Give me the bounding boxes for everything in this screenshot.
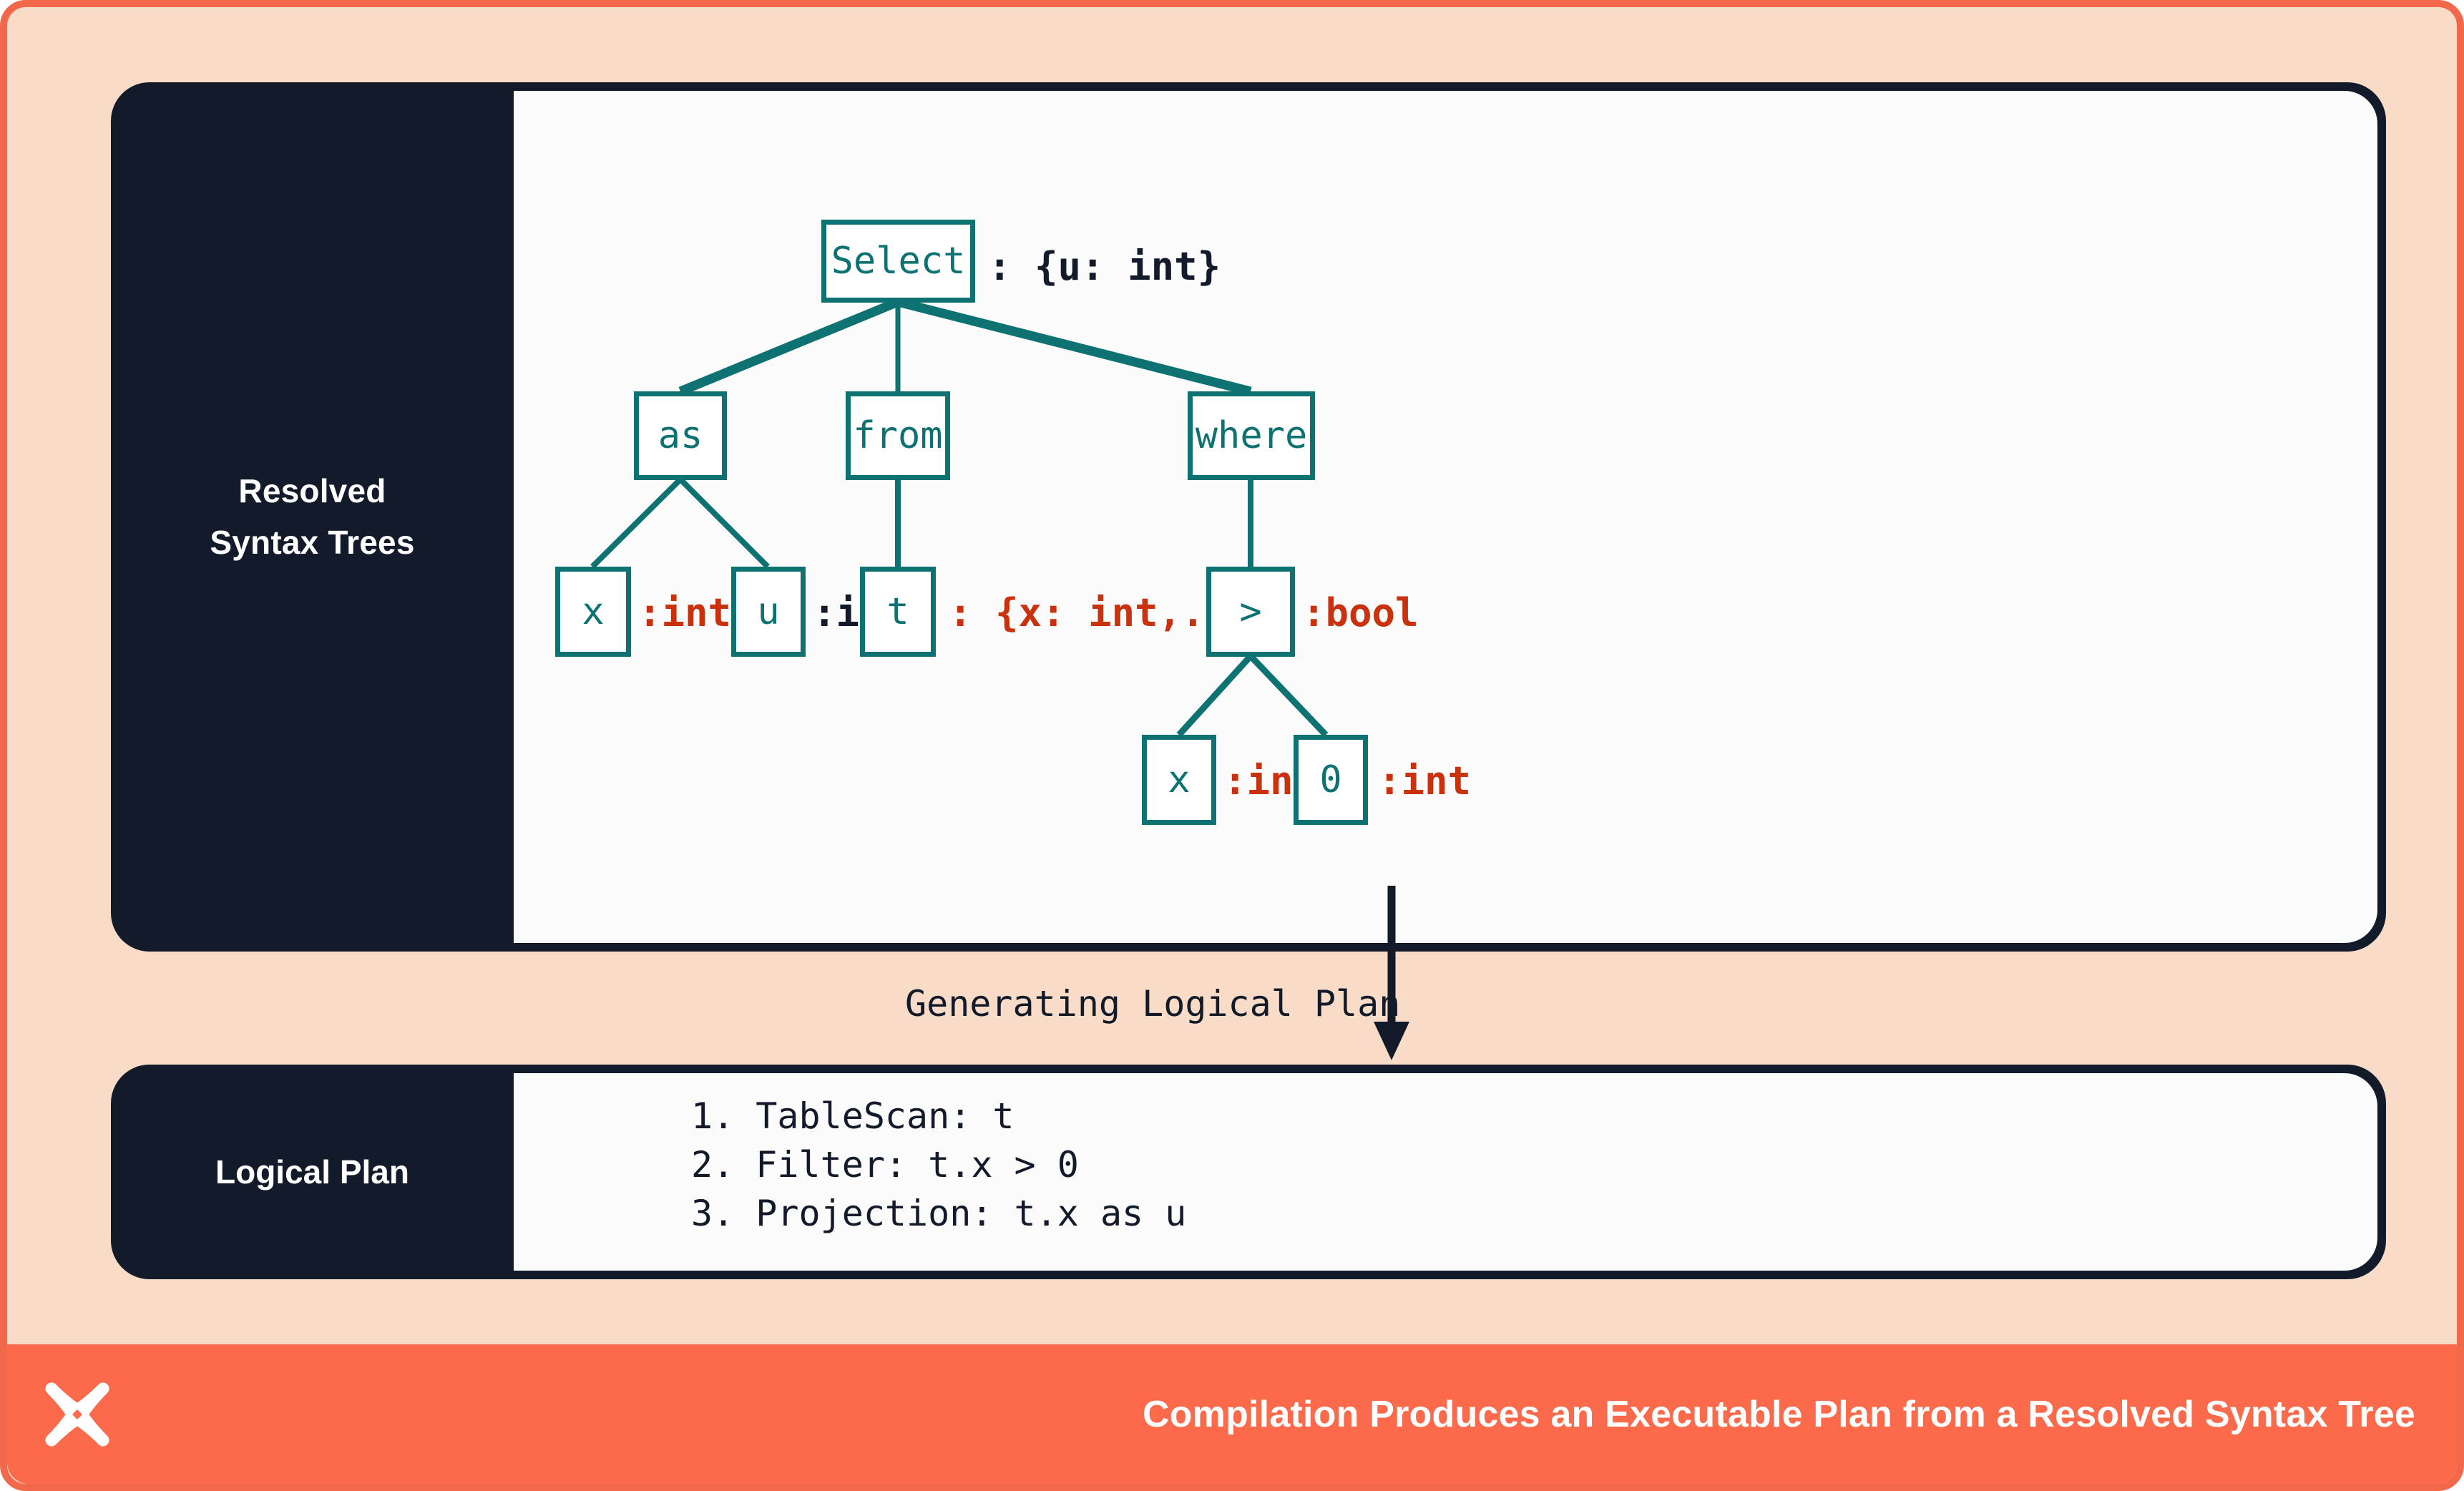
tree-node-from[interactable]: from bbox=[846, 391, 950, 480]
tree-node-as-x-type: :int bbox=[638, 590, 732, 635]
tree-edges bbox=[590, 297, 1329, 738]
four-pointed-star-logo-icon bbox=[45, 1382, 109, 1447]
tree-node-greater-than[interactable]: > bbox=[1206, 567, 1295, 657]
flow-label: Generating Logical Plan bbox=[905, 983, 1401, 1025]
tree-node-as-x-label: x bbox=[582, 590, 605, 633]
resolved-syntax-trees-label: Resolved Syntax Trees bbox=[111, 82, 514, 952]
tree-node-gt-x[interactable]: x bbox=[1142, 735, 1216, 825]
tree-node-select-label: Select bbox=[831, 240, 966, 283]
tree-node-greater-than-label: > bbox=[1239, 590, 1262, 633]
logical-plan-step: 3. Projection: t.x as u bbox=[691, 1193, 1187, 1234]
tree-node-from-t[interactable]: t bbox=[860, 567, 936, 657]
tree-node-from-t-label: t bbox=[886, 590, 909, 633]
logical-plan-canvas: 1. TableScan: t 2. Filter: t.x > 0 3. Pr… bbox=[514, 1073, 2377, 1271]
tree-node-select-type: : {u: int} bbox=[988, 244, 1221, 289]
tree-node-select[interactable]: Select bbox=[821, 220, 975, 303]
tree-node-as-x[interactable]: x bbox=[555, 567, 631, 657]
tree-node-gt-x-label: x bbox=[1168, 758, 1191, 801]
tree-node-as-u-label: u bbox=[757, 590, 780, 633]
logical-plan-step: 1. TableScan: t bbox=[691, 1095, 1015, 1137]
tree-node-from-label: from bbox=[853, 414, 943, 457]
tree-node-as[interactable]: as bbox=[634, 391, 727, 480]
tree-node-where[interactable]: where bbox=[1188, 391, 1315, 480]
logical-plan-label: Logical Plan bbox=[215, 1153, 409, 1191]
tree-node-greater-than-type: :bool bbox=[1302, 590, 1419, 635]
rst-label-line2: Syntax Trees bbox=[210, 523, 415, 561]
rst-label-line1: Resolved bbox=[238, 472, 386, 510]
flow-connector: Generating Logical Plan bbox=[111, 886, 2386, 1060]
logical-plan-panel: Logical Plan 1. TableScan: t 2. Filter: … bbox=[111, 1065, 2386, 1279]
footer-banner: Compilation Produces an Executable Plan … bbox=[7, 1344, 2457, 1484]
logical-plan-step: 2. Filter: t.x > 0 bbox=[691, 1144, 1079, 1186]
tree-node-gt-zero[interactable]: 0 bbox=[1294, 735, 1368, 825]
banner-caption: Compilation Produces an Executable Plan … bbox=[1142, 1393, 2415, 1435]
flow-arrow-icon bbox=[1374, 886, 1409, 1060]
tree-node-as-u[interactable]: u bbox=[731, 567, 806, 657]
resolved-syntax-trees-panel: Resolved Syntax Trees bbox=[111, 82, 2386, 952]
syntax-tree-canvas: Select : {u: int} as from where x :int u… bbox=[514, 91, 2377, 943]
tree-node-where-label: where bbox=[1195, 414, 1308, 457]
tree-node-gt-zero-label: 0 bbox=[1319, 758, 1342, 801]
tree-node-gt-zero-type: :int bbox=[1378, 758, 1472, 803]
tree-node-as-label: as bbox=[657, 414, 703, 457]
